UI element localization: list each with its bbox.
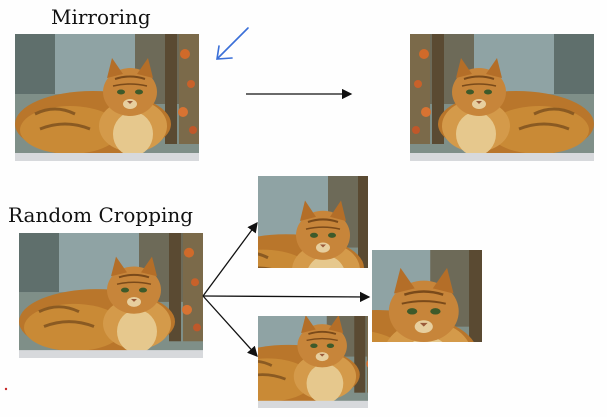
pen-annotation-mark xyxy=(216,27,249,60)
stray-pen-dot xyxy=(4,387,8,391)
random-cropping-label: Random Cropping xyxy=(8,203,194,227)
mirroring-label: Mirroring xyxy=(51,5,151,29)
crop-arrow-right xyxy=(202,291,371,303)
crop-arrow-bottom xyxy=(202,295,258,357)
crop-arrow-top xyxy=(202,221,258,297)
